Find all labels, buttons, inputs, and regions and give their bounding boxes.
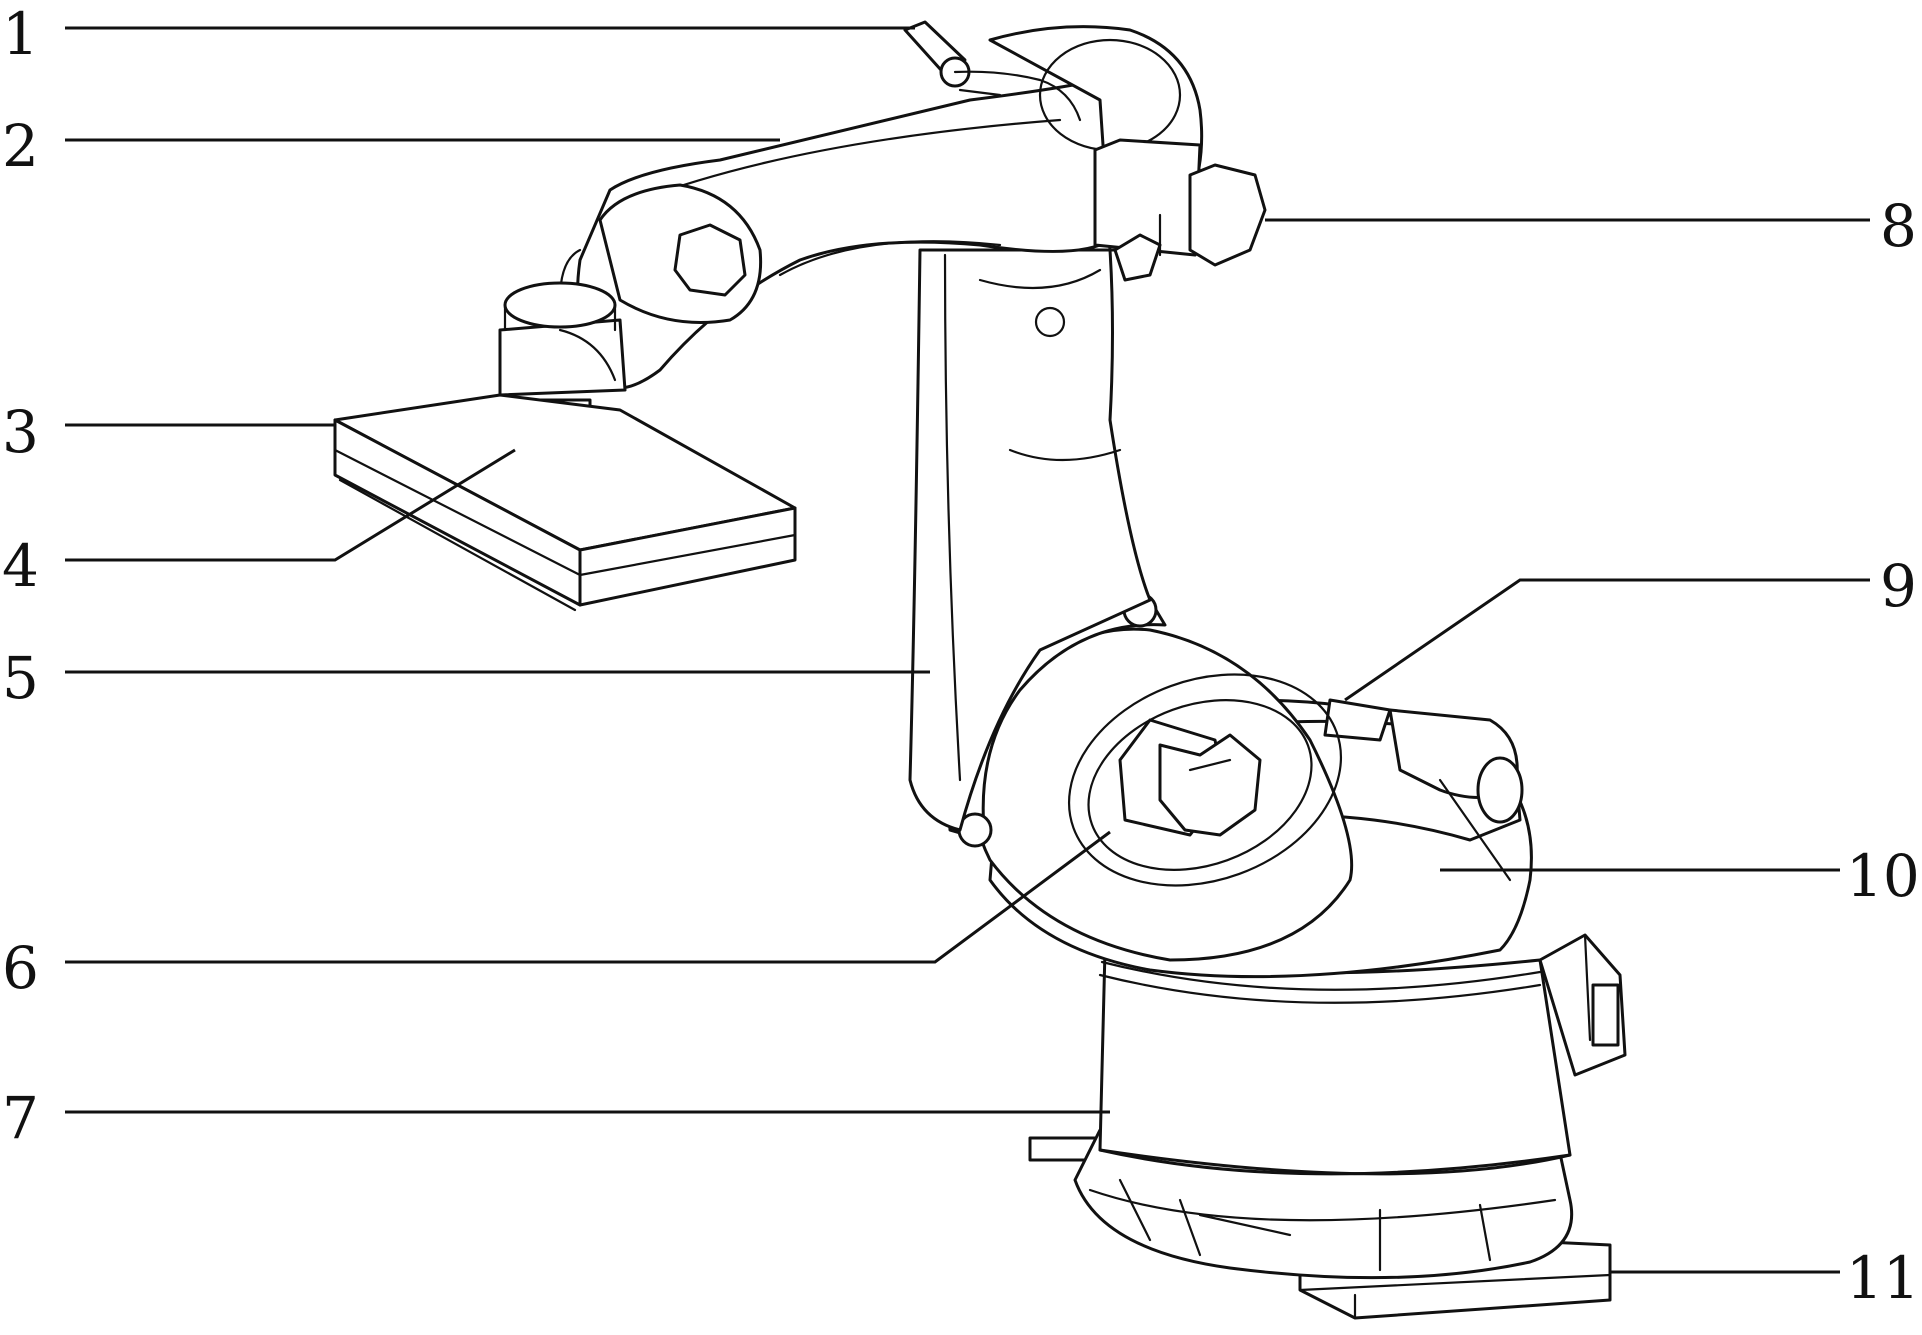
label-9: 9 [1880,552,1917,620]
label-5: 5 [2,644,39,712]
upper-motor [1093,138,1267,282]
side-box [1538,933,1627,1077]
leader-lines [65,26,1870,1274]
leader-4 [65,448,516,562]
base-housing [1073,948,1574,1280]
label-7: 7 [2,1084,39,1152]
lower-arm [908,248,1152,832]
label-3: 3 [2,398,39,466]
work-panel [333,393,797,612]
wrist-joint [558,183,763,324]
label-8: 8 [1880,192,1917,260]
label-10: 10 [1846,842,1920,910]
cable-sensor [903,20,1082,122]
label-11: 11 [1846,1244,1920,1312]
label-2: 2 [2,112,39,180]
label-6: 6 [2,934,39,1002]
label-4: 4 [2,532,39,600]
leader-6 [65,830,1111,964]
leader-9 [1344,578,1870,702]
lower-motor-housing [968,627,1354,962]
label-1: 1 [2,0,39,68]
